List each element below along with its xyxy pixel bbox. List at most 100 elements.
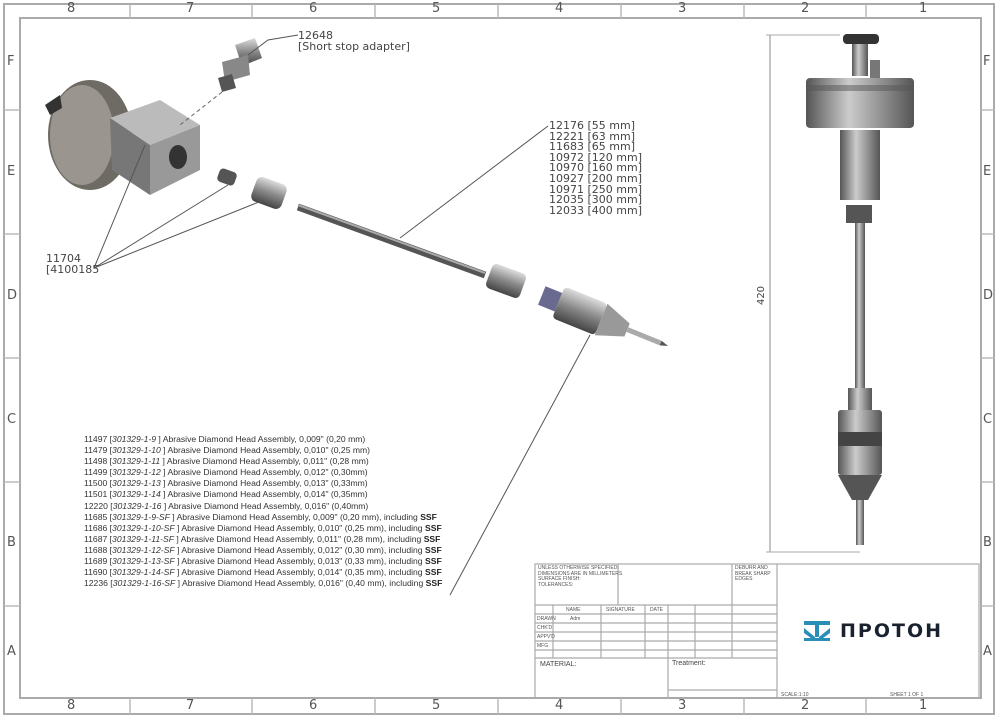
part-number: 12220: [84, 500, 108, 511]
material-label: MATERIAL:: [540, 661, 577, 668]
part-ref: 301329-1-13-SF: [112, 556, 175, 567]
part-ref: 301329-1-16-SF: [112, 578, 176, 589]
zone-col-1: 1: [919, 1, 928, 16]
head-part-row: 11687 [301329-1-11-SF ] Abrasive Diamond…: [84, 533, 441, 544]
head-part-row: 11685 [301329-1-9-SF ] Abrasive Diamond …: [84, 511, 437, 522]
zone-row-f-right: F: [983, 54, 991, 69]
zone-col-7-bottom: 7: [186, 698, 195, 713]
part-description: Abrasive Diamond Head Assembly, 0,013" (…: [167, 478, 368, 489]
part-number: 11685: [84, 511, 108, 522]
head-part-row: 11498 [301329-1-11 ] Abrasive Diamond He…: [84, 456, 369, 467]
ssf-label: SSF: [420, 511, 437, 522]
treatment-label: Treatment:: [672, 660, 706, 667]
part-ref: 301329-1-14: [112, 489, 161, 500]
title-block-notes: UNLESS OTHERWISE SPECIFIED:DIMENSIONS AR…: [538, 565, 623, 588]
bushing: [217, 168, 237, 186]
shaft-length-item: 10970 [160 mm]: [549, 161, 643, 175]
head-part-row: 12220 [301329-1-16 ] Abrasive Diamond He…: [84, 500, 369, 511]
collet-nut: [251, 177, 287, 209]
part-number: 11500: [84, 478, 108, 489]
zone-row-c-right: C: [983, 412, 993, 427]
shaft-length-item: 12033 [400 mm]: [549, 203, 643, 217]
row-checked: CHK'D: [537, 625, 553, 631]
head-part-row: 11500 [301329-1-13 ] Abrasive Diamond He…: [84, 478, 368, 489]
zone-col-3-bottom: 3: [678, 698, 687, 713]
ssf-label: SSF: [424, 522, 442, 533]
part-description: Abrasive Diamond Head Assembly, 0,016" (…: [181, 578, 424, 589]
sheet-label: SHEET 1 OF 1: [890, 692, 924, 698]
ssf-label: SSF: [424, 544, 442, 555]
zone-col-6-bottom: 6: [309, 698, 318, 713]
extension-shaft: [296, 203, 487, 279]
shaft-length-list: 12176 [55 mm] 12221 [63 mm] 11683 [65 mm…: [549, 120, 643, 217]
part-number: 12236: [84, 578, 108, 589]
ssf-label: SSF: [424, 556, 442, 567]
zone-row-e: E: [7, 164, 16, 179]
shaft-length-item: 11683 [65 mm]: [549, 140, 636, 154]
part-number: 11498: [84, 456, 108, 467]
header-signature: SIGNATURE: [606, 607, 635, 613]
diamond-head-assembly: [538, 286, 669, 347]
part-description: Abrasive Diamond Head Assembly, 0,011" (…: [180, 533, 422, 544]
part-description: Abrasive Diamond Head Assembly, 0,013" (…: [181, 556, 423, 567]
body-part-number: 11704: [46, 252, 81, 265]
brand-name: ПРОТОН: [840, 620, 943, 642]
part-ref: 301329-1-12-SF: [112, 544, 175, 555]
part-number: 11499: [84, 467, 108, 478]
row-approved: APPV'D: [537, 634, 555, 640]
part-ref: 301329-1-14-SF: [112, 567, 175, 578]
ssf-label: SSF: [425, 578, 443, 589]
part-description: Abrasive Diamond Head Assembly, 0,009" (…: [176, 511, 418, 522]
part-ref: 301329-1-10: [112, 445, 161, 456]
zone-col-2-bottom: 2: [801, 698, 810, 713]
ssf-label: SSF: [423, 533, 441, 544]
part-description: Abrasive Diamond Head Assembly, 0,014" (…: [181, 567, 423, 578]
shaft-nut: [486, 264, 526, 298]
zone-col-6: 6: [309, 1, 318, 16]
zone-row-a: A: [7, 644, 16, 659]
part-number: 11686: [84, 522, 108, 533]
part-description: Abrasive Diamond Head Assembly, 0,010" (…: [181, 522, 423, 533]
scale-label: SCALE:1:10: [781, 692, 809, 698]
part-number: 11501: [84, 489, 108, 500]
proton-logo-icon: [804, 621, 830, 641]
assembled-side-view: [766, 34, 914, 553]
shaft-length-item: 10927 [200 mm]: [549, 171, 643, 185]
head-part-row: 11501 [301329-1-14 ] Abrasive Diamond He…: [84, 489, 368, 500]
part-number: 11689: [84, 556, 108, 567]
part-ref: 301329-1-11: [112, 456, 161, 467]
head-parts-list: 11497 [301329-1-9 ] Abrasive Diamond Hea…: [84, 434, 442, 589]
part-ref: 301329-1-11-SF: [112, 533, 174, 544]
header-name: NAME: [566, 607, 581, 613]
zone-col-4: 4: [555, 1, 564, 16]
part-description: Abrasive Diamond Head Assembly, 0,009" (…: [162, 434, 366, 444]
zone-col-8: 8: [67, 1, 76, 16]
zone-col-7: 7: [186, 1, 195, 16]
part-ref: 301329-1-16: [112, 500, 162, 511]
shaft-length-item: 12035 [300 mm]: [549, 193, 643, 207]
drawn-name: Adm: [570, 616, 581, 622]
head-part-row: 11689 [301329-1-13-SF ] Abrasive Diamond…: [84, 556, 442, 567]
zone-row-b-right: B: [983, 535, 992, 550]
part-ref: 301329-1-10-SF: [112, 522, 175, 533]
part-number: 11687: [84, 533, 108, 544]
adapter-part-name: [Short stop adapter]: [298, 40, 410, 53]
ssf-label: SSF: [424, 567, 442, 578]
zone-row-c: C: [7, 412, 17, 427]
shaft-length-item: 12221 [63 mm]: [549, 129, 636, 143]
head-part-row: 11479 [301329-1-10 ] Abrasive Diamond He…: [84, 445, 371, 456]
part-number: 11497: [84, 434, 108, 444]
part-description: Abrasive Diamond Head Assembly, 0,010" (…: [167, 445, 371, 456]
shaft-length-item: 10971 [250 mm]: [549, 182, 643, 196]
part-description: Abrasive Diamond Head Assembly, 0,012" (…: [181, 544, 423, 555]
body-part-ref: [4100185: [46, 263, 100, 276]
part-ref: 301329-1-9-SF: [112, 511, 170, 522]
part-number: 11690: [84, 567, 108, 578]
zone-col-4-bottom: 4: [555, 698, 564, 713]
zone-row-e-right: E: [983, 164, 992, 179]
head-part-row: 11688 [301329-1-12-SF ] Abrasive Diamond…: [84, 544, 442, 555]
